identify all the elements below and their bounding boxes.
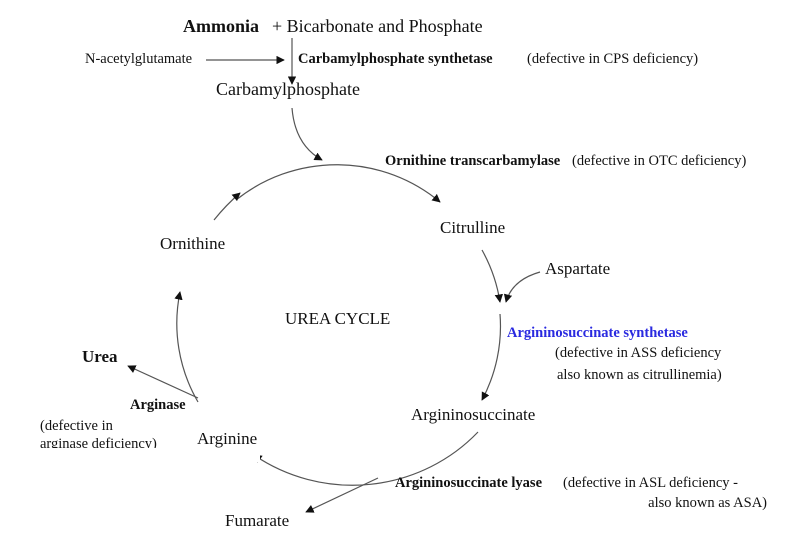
arrow-fumarate — [305, 477, 379, 513]
arginine-label: Arginine — [197, 429, 258, 448]
arrow-aspartate — [503, 271, 541, 303]
ass-enzyme: Argininosuccinate synthetase — [507, 325, 688, 341]
citrulline-label: Citrulline — [440, 218, 506, 237]
arrow-carbamyl-in — [291, 107, 323, 161]
arginase-note-2: arginase deficiency) — [40, 436, 157, 452]
fumarate-label: Fumarate — [225, 511, 290, 530]
arginase-note-1: (defective in — [40, 418, 113, 434]
ass-note-1: (defective in ASS deficiency — [555, 345, 722, 361]
cps-enzyme: Carbamylphosphate synthetase — [298, 51, 493, 67]
arrow-urea — [127, 365, 199, 399]
asl-note-1: (defective in ASL deficiency - — [563, 475, 738, 491]
arc-ornithine-up — [213, 192, 241, 221]
asl-enzyme: Argininosuccinate lyase — [395, 475, 543, 491]
argininosuccinate-label: Argininosuccinate — [411, 405, 536, 424]
arginase-enzyme: Arginase — [130, 397, 186, 413]
bicarbonate-phosphate-label: + Bicarbonate and Phosphate — [272, 16, 483, 36]
activator-label: N-acetylglutamate — [85, 51, 193, 67]
arc-citrulline — [481, 249, 503, 303]
asl-note-2: also known as ASA) — [648, 495, 767, 511]
aspartate-label: Aspartate — [545, 259, 611, 278]
arc-bottom — [253, 431, 479, 486]
cycle-title: UREA CYCLE — [285, 309, 391, 328]
cps-note: (defective in CPS deficiency) — [527, 51, 699, 67]
arc-ass — [481, 313, 502, 401]
otc-enzyme: Ornithine transcarbamylase — [385, 153, 561, 169]
arc-top — [235, 164, 441, 203]
carbamylphosphate-label: Carbamylphosphate — [216, 79, 360, 99]
ornithine-label: Ornithine — [160, 234, 226, 253]
arc-left — [174, 291, 199, 403]
urea-label: Urea — [82, 347, 118, 366]
ass-note-2: also known as citrullinemia) — [557, 367, 722, 383]
ammonia-label: Ammonia — [183, 16, 259, 36]
otc-note: (defective in OTC deficiency) — [572, 153, 747, 169]
